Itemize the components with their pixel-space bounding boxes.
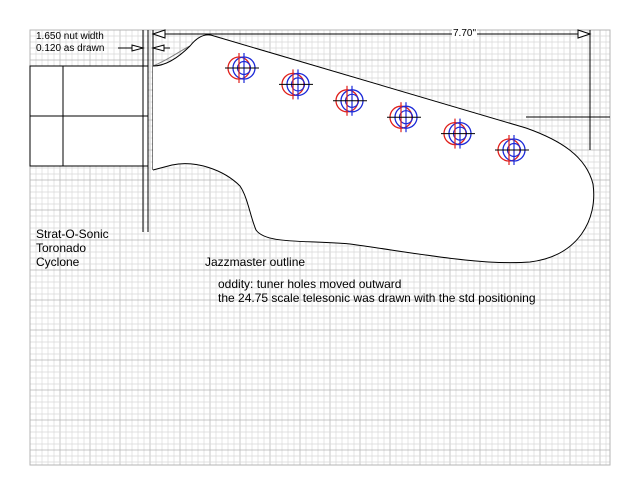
- headstock-outline: [152, 34, 595, 264]
- model-name: Toronado: [36, 241, 87, 255]
- outline-label: Jazzmaster outline: [205, 255, 306, 269]
- length-dimension-label: 7.70": [452, 28, 478, 39]
- note-line-1: oddity: tuner holes moved outward: [218, 277, 402, 291]
- tuner-hole: [387, 102, 421, 133]
- neck-block: [29, 65, 149, 167]
- tuner-hole: [495, 135, 529, 165]
- tuner-hole: [279, 69, 313, 100]
- dimension-lines: [118, 29, 610, 150]
- tuner-holes: [225, 53, 529, 165]
- note-line-2: the 24.75 scale telesonic was drawn with…: [218, 291, 536, 305]
- model-name: Strat-O-Sonic: [36, 227, 109, 241]
- tuner-hole: [441, 118, 475, 149]
- as-drawn-label: 0.120 as drawn: [36, 43, 105, 54]
- tuner-hole: [333, 85, 367, 116]
- nut-width-label: 1.650 nut width: [36, 31, 104, 42]
- tuner-hole: [225, 53, 259, 83]
- model-name: Cyclone: [36, 255, 80, 269]
